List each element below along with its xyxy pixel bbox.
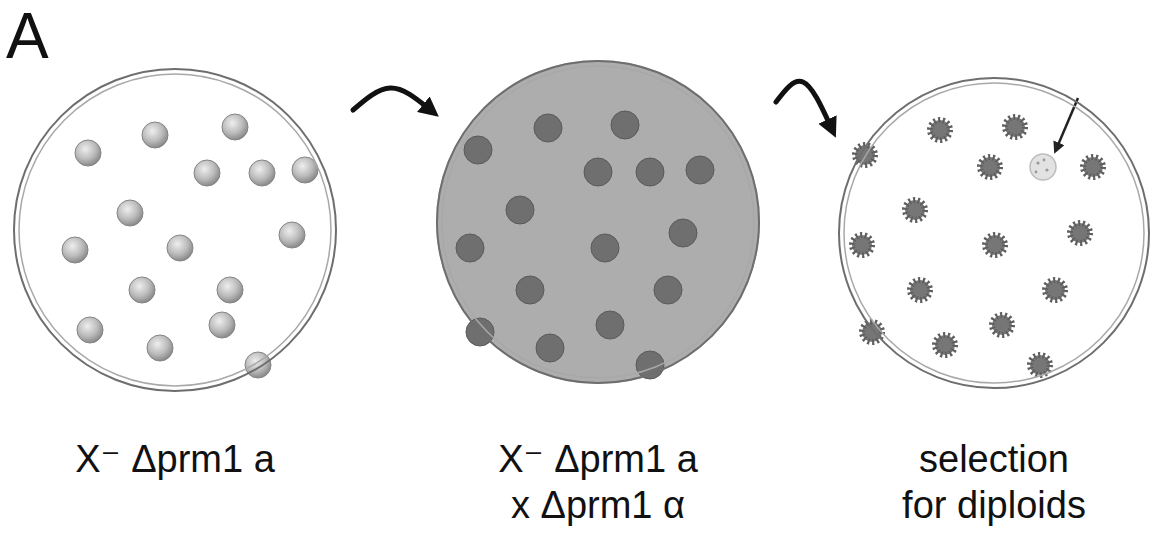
plate-ground [838, 77, 1150, 389]
pointer-arrow [1058, 98, 1078, 145]
plate-lawn [436, 60, 760, 384]
petri-plate: X⁻ Δprm1 a x Δprm1 α [436, 60, 760, 528]
plate-rim [14, 69, 336, 391]
plate-rim-inner [844, 83, 1144, 383]
process-arrow [776, 81, 830, 125]
plate-rim [839, 78, 1149, 388]
plate-outline [838, 77, 1150, 389]
pale-colony [1030, 154, 1056, 180]
plate-caption: X⁻ Δprm1 a x Δprm1 α [496, 436, 700, 528]
plate-rim [437, 61, 759, 383]
plate-caption-box: X⁻ Δprm1 a [73, 436, 277, 482]
plate-caption-box: selection for diploids [900, 436, 1088, 528]
plate-outline [13, 68, 337, 392]
plate-caption: X⁻ Δprm1 a [73, 436, 277, 482]
petri-plate: selection for diploids [838, 77, 1150, 528]
process-arrow [353, 88, 428, 110]
plate-caption-box: X⁻ Δprm1 a x Δprm1 α [496, 436, 700, 528]
colonies [852, 117, 1103, 375]
plate-caption: selection for diploids [900, 436, 1088, 528]
plate-rim-inner [19, 74, 331, 386]
panel-letter: A [6, 4, 49, 68]
petri-plate: X⁻ Δprm1 a [13, 68, 337, 482]
plate-ground [13, 68, 337, 392]
plate-outline [436, 60, 760, 384]
plate-rim-inner [442, 66, 754, 378]
colonies [62, 114, 318, 378]
